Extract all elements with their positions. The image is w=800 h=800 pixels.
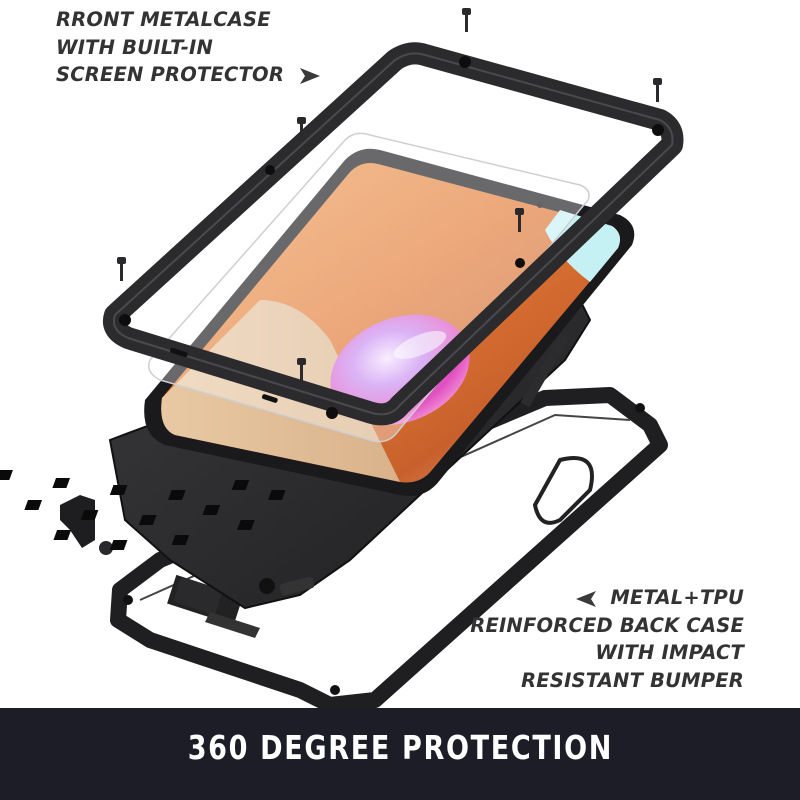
callout-line: REINFORCED BACK CASE [470, 613, 744, 637]
front-case-callout: RRONT METALCASE WITH BUILT-IN SCREEN PRO… [56, 6, 322, 89]
screw-icon [462, 8, 471, 32]
screw-icon [117, 257, 126, 281]
callout-line: RRONT METALCASE [56, 8, 271, 31]
callout-line: WITH BUILT-IN [56, 35, 214, 59]
screw-icon [297, 358, 306, 382]
callout-line: SCREEN PROTECTOR [56, 63, 285, 86]
screws [117, 8, 662, 382]
back-case-callout: METAL+TPU REINFORCED BACK CASE WITH IMPA… [470, 584, 744, 694]
banner-title: 360 DEGREE PROTECTION [187, 727, 613, 767]
screen-protector [148, 132, 590, 443]
callout-line: RESISTANT BUMPER [521, 668, 744, 692]
front-metal-frame [102, 42, 684, 426]
screw-icon [653, 78, 662, 102]
protection-banner: 360 DEGREE PROTECTION [0, 708, 800, 800]
screw-icon [297, 117, 306, 141]
exploded-case-illustration [0, 8, 684, 713]
callout-line: WITH IMPACT [595, 641, 744, 664]
arrow-left-icon [576, 590, 597, 607]
arrow-right-icon [300, 67, 321, 84]
product-stage: RRONT METALCASE WITH BUILT-IN SCREEN PRO… [0, 6, 744, 713]
screw-icon [515, 208, 524, 232]
callout-line: METAL+TPU [610, 586, 744, 609]
